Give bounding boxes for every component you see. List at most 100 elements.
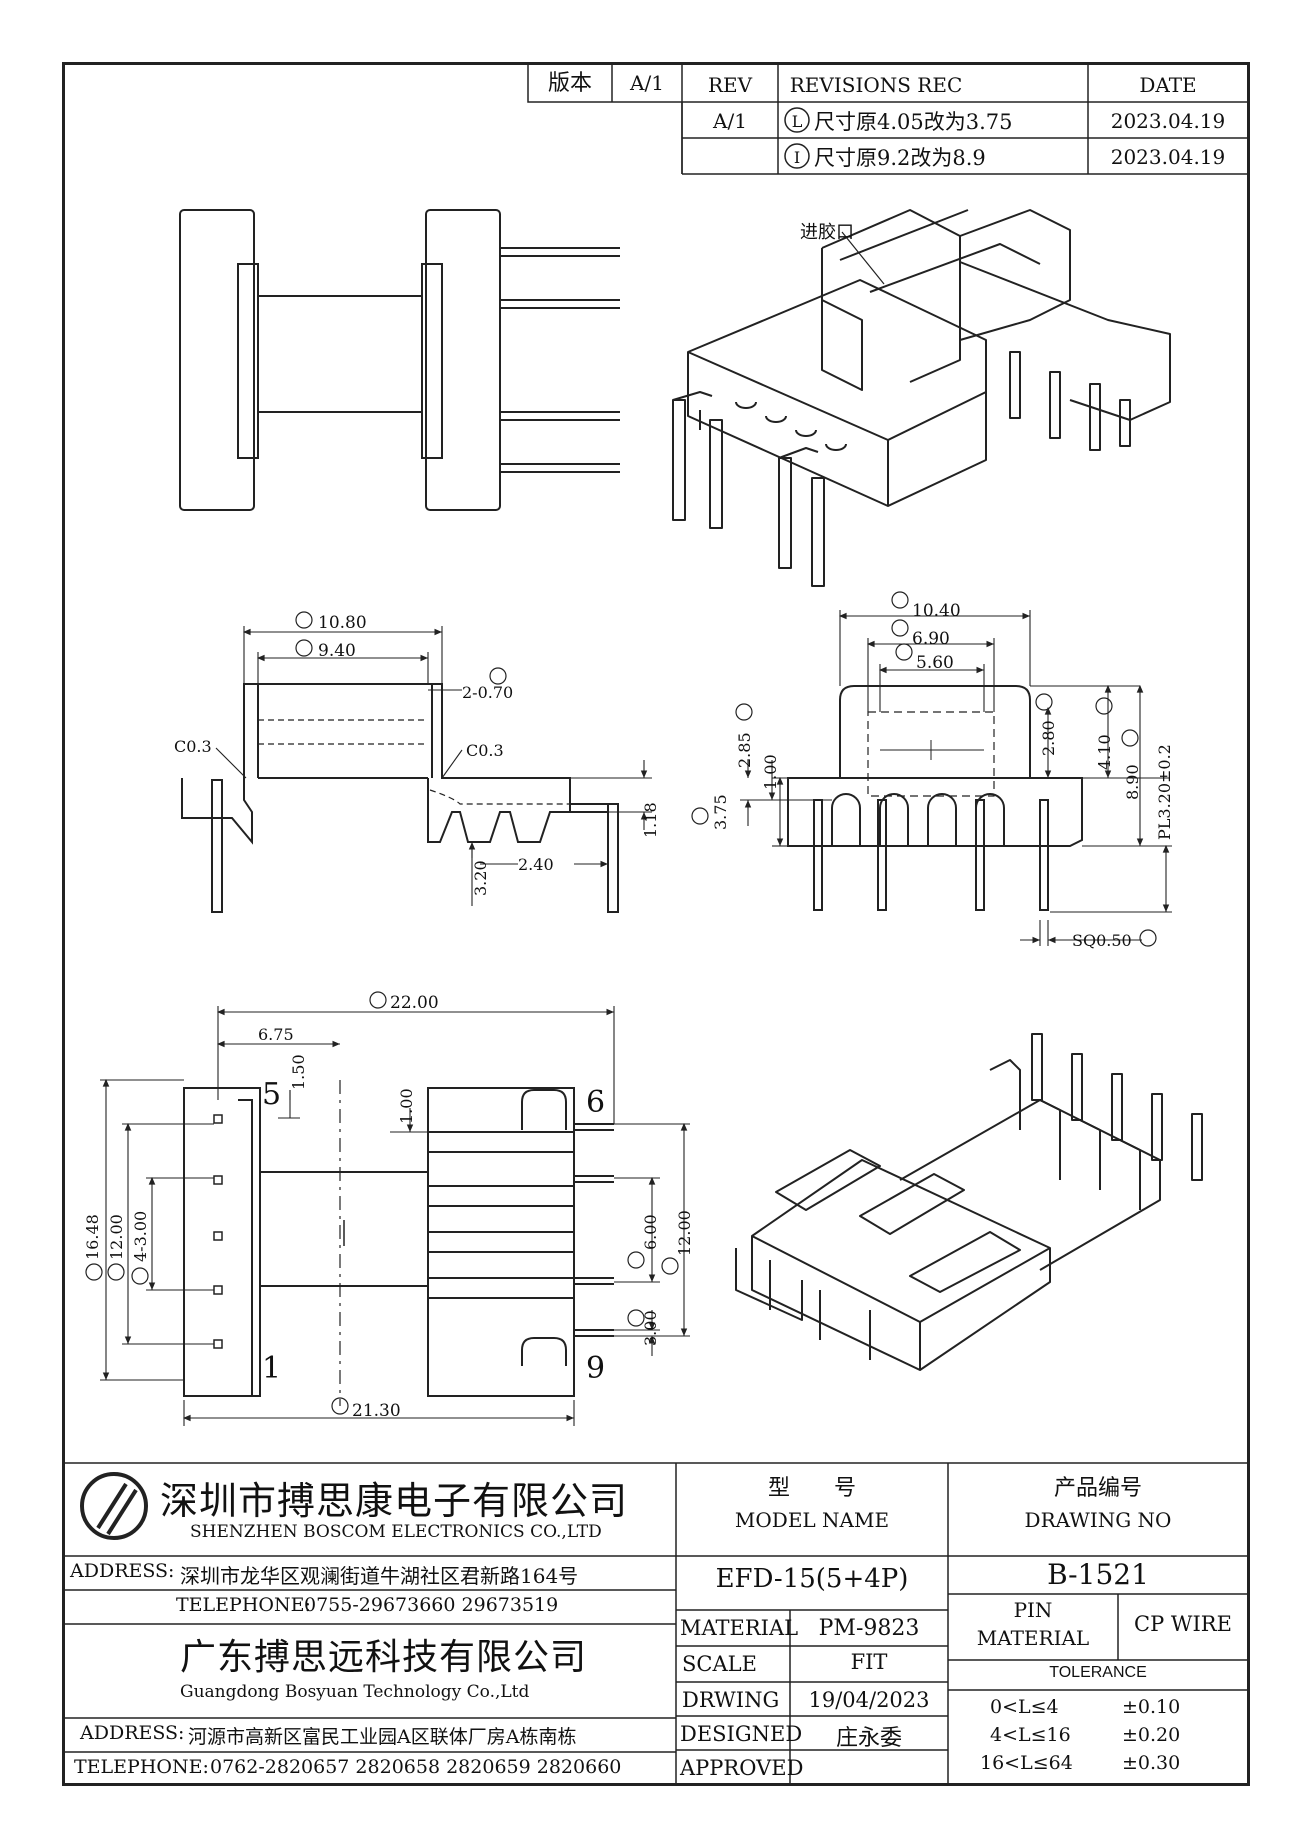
telephone-value: 0755-29673660 29673519 bbox=[304, 1594, 559, 1616]
rev-row-1-mark bbox=[784, 107, 810, 133]
revision-table bbox=[527, 63, 1249, 175]
address2-value: 河源市高新区富民工业园A区联体厂房A栋南栋 bbox=[188, 1726, 577, 1748]
dim-e: 6.90 bbox=[912, 629, 950, 649]
dim-n: 16.48 bbox=[83, 1214, 102, 1260]
rev-row-2-text: 尺寸原9.2改为8.9 bbox=[814, 146, 986, 170]
dim-1-18: 1.18 bbox=[641, 802, 660, 838]
pin-material-label-2: MATERIAL bbox=[976, 1626, 1090, 1650]
pin-material-label-1: PIN bbox=[1013, 1598, 1053, 1622]
isometric-view-top bbox=[672, 209, 1171, 587]
top-view bbox=[179, 209, 620, 511]
rev-row-2-mark bbox=[784, 143, 810, 169]
dim-m: 22.00 bbox=[390, 993, 439, 1013]
dim-i: 8.90 bbox=[1123, 764, 1142, 800]
tolerance-range-1: 0<L≤4 bbox=[990, 1696, 1059, 1718]
dim-a: 10.80 bbox=[318, 613, 367, 633]
drawing-no-value: B-1521 bbox=[1047, 1558, 1149, 1591]
address2-label: ADDRESS: bbox=[80, 1722, 185, 1744]
designed-label: DESIGNED bbox=[680, 1722, 803, 1746]
dim-q: 21.30 bbox=[352, 1401, 401, 1421]
tolerance-range-2: 4<L≤16 bbox=[990, 1724, 1071, 1746]
drawing-no-cn: 产品编号 bbox=[1053, 1476, 1142, 1501]
tolerance-label: TOLERANCE bbox=[1049, 1664, 1147, 1681]
scale-value: FIT bbox=[850, 1650, 888, 1674]
company-logo bbox=[80, 1472, 148, 1540]
title-block bbox=[62, 1462, 1248, 1786]
drawing-date: 19/04/2023 bbox=[808, 1688, 930, 1712]
tolerance-value-3: ±0.30 bbox=[1122, 1752, 1181, 1774]
dim-c: 2-0.70 bbox=[462, 683, 513, 702]
tolerance-value-1: ±0.10 bbox=[1122, 1696, 1181, 1718]
scale-label: SCALE bbox=[682, 1652, 757, 1676]
pin-material-value: CP WIRE bbox=[1134, 1612, 1232, 1636]
material-value: PM-9823 bbox=[818, 1616, 920, 1641]
dim-t: 12.00 bbox=[675, 1210, 694, 1256]
pin-label-5: 5 bbox=[262, 1077, 281, 1112]
dim-3-20: 3.20 bbox=[471, 860, 490, 896]
telephone2-label: TELEPHONE: bbox=[74, 1756, 209, 1778]
model-name-value: EFD-15(5+4P) bbox=[715, 1564, 909, 1594]
dim-chamfer-left: C0.3 bbox=[174, 737, 212, 756]
dim-pl: PL3.20±0.2 bbox=[1155, 744, 1174, 840]
side-view bbox=[787, 685, 1083, 911]
rev-row-1-mark-letter: L bbox=[792, 112, 803, 131]
dim-6-75: 6.75 bbox=[258, 1025, 294, 1044]
dimension-marks bbox=[85, 591, 1157, 1415]
drawing-label: DRWING bbox=[682, 1688, 780, 1712]
gate-leader bbox=[841, 231, 885, 285]
company-name-en: SHENZHEN BOSCOM ELECTRONICS CO.,LTD bbox=[190, 1522, 602, 1542]
dim-l: 3.75 bbox=[711, 794, 730, 830]
dim-chamfer-right: C0.3 bbox=[466, 741, 504, 760]
isometric-view-bottom bbox=[735, 1033, 1203, 1371]
material-label: MATERIAL bbox=[680, 1616, 799, 1640]
tolerance-range-3: 16<L≤64 bbox=[980, 1752, 1073, 1774]
dim-s: 6.00 bbox=[641, 1214, 660, 1250]
tolerance-value-2: ±0.20 bbox=[1122, 1724, 1181, 1746]
model-name-en: MODEL NAME bbox=[734, 1508, 890, 1532]
dim-1-00a: 1.00 bbox=[761, 754, 780, 790]
drawing-no-en: DRAWING NO bbox=[1024, 1508, 1172, 1532]
records-header: REVISIONS REC bbox=[790, 73, 963, 97]
pin-label-6: 6 bbox=[586, 1085, 605, 1120]
dim-k: 2.85 bbox=[735, 732, 754, 768]
rev-row-1-text: 尺寸原4.05改为3.75 bbox=[814, 110, 1013, 134]
address-value: 深圳市龙华区观澜街道牛湖社区君新路164号 bbox=[180, 1564, 579, 1588]
bottom-view-pins bbox=[213, 1114, 223, 1349]
dim-1-00b: 1.00 bbox=[397, 1088, 416, 1124]
designed-value: 庄永委 bbox=[835, 1726, 902, 1751]
rev-row-2-mark-letter: I bbox=[794, 148, 800, 167]
address-label: ADDRESS: bbox=[70, 1560, 175, 1582]
front-view bbox=[181, 683, 619, 913]
dim-f: 5.60 bbox=[916, 653, 954, 673]
rev-header: REV bbox=[708, 73, 753, 97]
dim-d: 10.40 bbox=[912, 601, 961, 621]
dim-j: SQ0.50 bbox=[1072, 931, 1132, 950]
dim-h: 4.10 bbox=[1095, 734, 1114, 770]
dim-r: 3.00 bbox=[641, 1310, 660, 1346]
gate-label: 进胶口 bbox=[800, 222, 854, 243]
version-label: 版本 bbox=[548, 71, 592, 96]
bottom-view bbox=[183, 1080, 614, 1406]
rev-row-1-rev: A/1 bbox=[712, 109, 747, 133]
dim-o: 12.00 bbox=[107, 1214, 126, 1260]
telephone-label: TELEPHONE: bbox=[176, 1594, 311, 1616]
dim-1-50: 1.50 bbox=[289, 1054, 308, 1090]
dim-g: 2.80 bbox=[1039, 720, 1058, 756]
dim-b: 9.40 bbox=[318, 641, 356, 661]
model-name-cn: 型 号 bbox=[767, 1476, 856, 1501]
version-value: A/1 bbox=[629, 71, 664, 95]
approved-label: APPROVED bbox=[680, 1756, 804, 1780]
company2-name-en: Guangdong Bosyuan Technology Co.,Ltd bbox=[180, 1682, 530, 1702]
dimension-lines bbox=[100, 610, 1172, 1426]
date-header: DATE bbox=[1139, 73, 1196, 97]
rev-row-1-date: 2023.04.19 bbox=[1111, 109, 1226, 133]
telephone2-value: 0762-2820657 2820658 2820659 2820660 bbox=[210, 1756, 622, 1778]
dim-2-40: 2.40 bbox=[518, 855, 554, 874]
company2-name-cn: 广东搏思远科技有限公司 bbox=[180, 1637, 588, 1678]
company-name-cn: 深圳市搏思康电子有限公司 bbox=[160, 1479, 629, 1523]
rev-row-2-date: 2023.04.19 bbox=[1111, 145, 1226, 169]
pin-label-1: 1 bbox=[262, 1351, 281, 1386]
dim-p: 4-3.00 bbox=[131, 1211, 150, 1262]
pin-label-9: 9 bbox=[586, 1351, 605, 1386]
